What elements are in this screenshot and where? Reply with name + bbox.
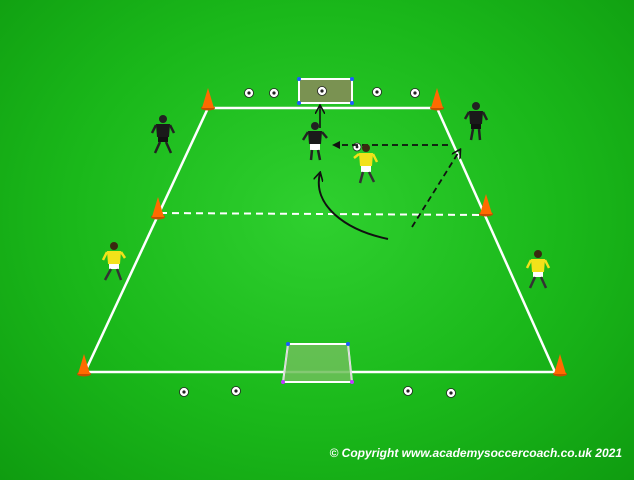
player-icon xyxy=(101,242,127,281)
player-icon xyxy=(301,122,328,161)
cone-icon xyxy=(151,197,165,220)
ball-icon xyxy=(410,88,420,98)
player-icon xyxy=(150,115,176,154)
player-icon xyxy=(463,102,489,141)
goal-icon xyxy=(281,342,354,384)
copyright-text: © Copyright www.academysoccercoach.co.uk… xyxy=(329,446,622,460)
ball-icon xyxy=(372,87,382,97)
ball-icon xyxy=(244,88,254,98)
ball-icon xyxy=(446,388,456,398)
cone-icon xyxy=(479,194,493,217)
ball-icon xyxy=(179,387,189,397)
cone-icon xyxy=(77,354,91,377)
cone-icon xyxy=(553,354,567,377)
player-icon xyxy=(525,250,551,289)
player-icon xyxy=(353,144,379,184)
ball-icon xyxy=(403,386,413,396)
ball-icon xyxy=(269,88,279,98)
halfway-line xyxy=(159,212,485,216)
ball-icon xyxy=(231,386,241,396)
curved-run-arrow xyxy=(319,173,389,240)
run-arrow xyxy=(411,150,460,228)
cone-icon xyxy=(201,88,215,111)
ball-icon xyxy=(317,86,327,96)
cone-icon xyxy=(430,88,444,111)
